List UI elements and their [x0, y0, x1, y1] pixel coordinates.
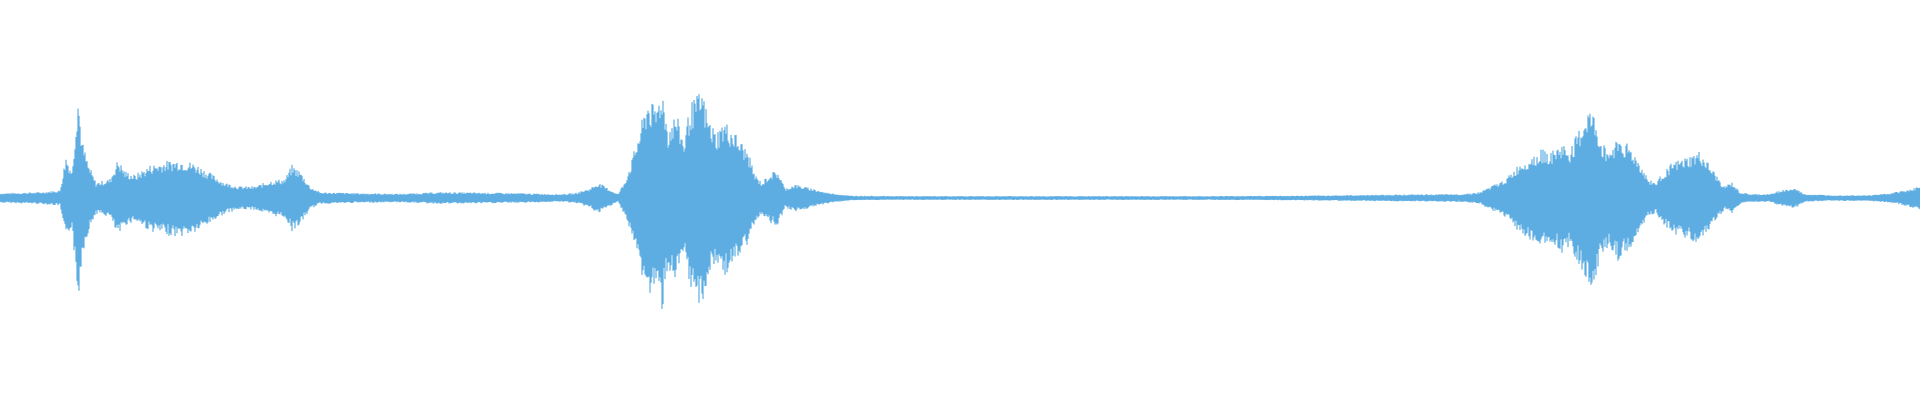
waveform-bars [0, 94, 1920, 309]
